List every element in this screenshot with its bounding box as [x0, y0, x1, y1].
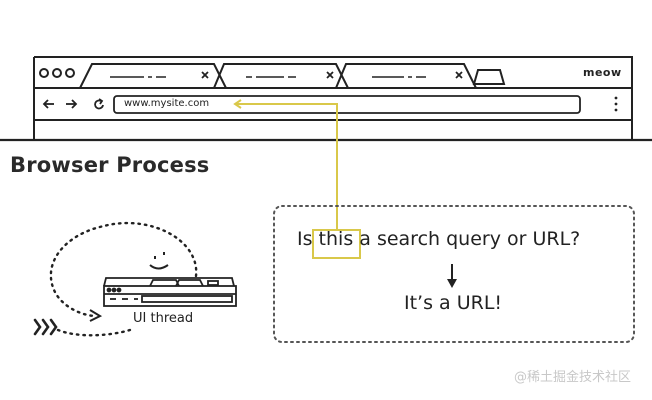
highlight-connector — [233, 99, 338, 230]
window-controls — [39, 68, 75, 78]
loop-arrowhead-icon — [89, 309, 103, 322]
this-highlight-box — [312, 229, 361, 259]
browser-window — [33, 56, 633, 140]
browser-brand: meow — [583, 66, 622, 79]
motion-lines-icon — [33, 318, 58, 336]
address-bar[interactable] — [113, 95, 581, 114]
tab-2-close-icon[interactable] — [326, 71, 334, 79]
navigation-icons — [42, 98, 104, 110]
tab-close-icons — [201, 71, 463, 79]
creature-face-icon — [149, 252, 169, 270]
ui-thread-browser-icon — [103, 277, 237, 307]
ui-thread-label: UI thread — [133, 311, 194, 326]
address-bar-url[interactable]: www.mysite.com — [124, 98, 210, 109]
window-dot-close-icon — [39, 68, 49, 78]
tab-strip — [79, 63, 506, 89]
window-dot-minimize-icon — [52, 68, 62, 78]
new-tab-button[interactable] — [472, 69, 506, 85]
message-box — [273, 205, 635, 343]
question-after: a search query or URL? — [353, 228, 581, 250]
answer-text: It’s a URL! — [404, 292, 503, 314]
reload-icon[interactable] — [94, 98, 104, 110]
tab-3-close-icon[interactable] — [455, 71, 463, 79]
question-highlighted-word: this — [318, 228, 354, 250]
tab-1-close-icon[interactable] — [201, 71, 209, 79]
process-title: Browser Process — [10, 153, 210, 177]
ui-thread-loop — [49, 221, 198, 337]
forward-arrow-icon[interactable] — [66, 99, 78, 109]
back-arrow-icon[interactable] — [42, 99, 54, 109]
question-before: Is — [297, 228, 319, 250]
watermark: @稀土掘金技术社区 — [514, 370, 632, 385]
tab-3[interactable] — [335, 63, 477, 89]
window-dot-maximize-icon — [65, 68, 75, 78]
down-arrow-icon — [447, 264, 457, 288]
kebab-menu-icon[interactable] — [614, 96, 618, 112]
